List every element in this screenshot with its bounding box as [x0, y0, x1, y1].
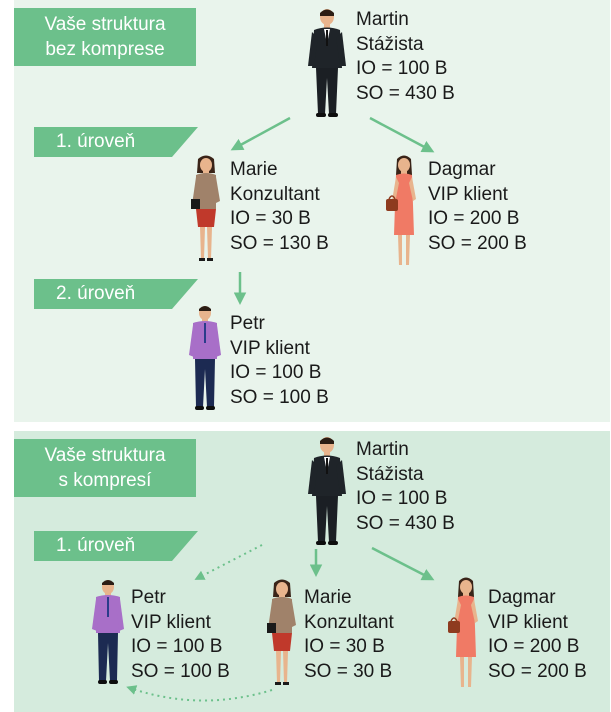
person-so: SO = 430 B: [356, 512, 455, 534]
badge-with-compression: Vaše struktura s kompresí: [14, 439, 196, 497]
petr-info: Petr VIP klient IO = 100 B SO = 100 B: [230, 312, 329, 410]
woman-coral-dress-icon: [448, 577, 478, 687]
dagmar-info-b: Dagmar VIP klient IO = 200 B SO = 200 B: [488, 586, 587, 684]
person-io: IO = 30 B: [304, 636, 385, 657]
person-so: SO = 130 B: [230, 232, 329, 254]
person-name: Martin: [356, 9, 409, 30]
person-so: SO = 100 B: [230, 386, 329, 408]
badge-without-compression: Vaše struktura bez komprese: [14, 8, 196, 66]
marie-info-b: Marie Konzultant IO = 30 B SO = 30 B: [304, 586, 394, 684]
arrow-martin-to-petr-dotted: [194, 544, 263, 580]
dagmar-info: Dagmar VIP klient IO = 200 B SO = 200 B: [428, 158, 527, 256]
arrow-martin-to-dagmar-b: [371, 546, 435, 581]
badge-line: Vaše struktura: [44, 445, 166, 466]
person-io: IO = 100 B: [356, 58, 448, 79]
person-role: Stážista: [356, 463, 424, 485]
person-role: VIP klient: [488, 611, 568, 633]
badge-line: s kompresí: [58, 470, 152, 491]
person-so: SO = 200 B: [488, 660, 587, 682]
arrow-martin-to-marie: [230, 116, 291, 151]
person-so: SO = 30 B: [304, 660, 393, 682]
marie-info: Marie Konzultant IO = 30 B SO = 130 B: [230, 158, 329, 256]
person-name: Dagmar: [428, 159, 496, 180]
person-name: Petr: [131, 587, 166, 608]
man-purple-shirt-icon: [92, 580, 124, 684]
structure-without-compression-panel: [14, 0, 610, 422]
person-io: IO = 100 B: [131, 636, 223, 657]
arrow-martin-to-dagmar: [369, 116, 435, 153]
level-2-label: 2. úroveň: [34, 279, 198, 309]
man-suit-icon: [308, 9, 346, 117]
person-role: Stážista: [356, 33, 424, 55]
man-suit-icon: [308, 437, 346, 545]
person-io: IO = 200 B: [488, 636, 580, 657]
woman-brown-dress-icon: [267, 579, 296, 685]
person-name: Marie: [230, 159, 278, 180]
person-io: IO = 100 B: [356, 488, 448, 509]
petr-info-b: Petr VIP klient IO = 100 B SO = 100 B: [131, 586, 230, 684]
person-so: SO = 100 B: [131, 660, 230, 682]
person-so: SO = 430 B: [356, 82, 455, 104]
person-role: VIP klient: [230, 337, 310, 359]
person-role: VIP klient: [428, 183, 508, 205]
person-io: IO = 100 B: [230, 362, 322, 383]
person-role: Konzultant: [230, 183, 320, 205]
martin-info-b: Martin Stážista IO = 100 B SO = 430 B: [356, 438, 455, 536]
woman-coral-dress-icon: [386, 155, 416, 265]
person-so: SO = 200 B: [428, 232, 527, 254]
badge-line: Vaše struktura: [44, 14, 166, 35]
woman-brown-dress-icon: [191, 155, 220, 261]
level-1-label: 1. úroveň: [34, 127, 198, 157]
man-purple-shirt-icon: [189, 306, 221, 410]
person-role: Konzultant: [304, 611, 394, 633]
person-name: Marie: [304, 587, 352, 608]
martin-info: Martin Stážista IO = 100 B SO = 430 B: [356, 8, 455, 106]
person-name: Martin: [356, 439, 409, 460]
person-io: IO = 200 B: [428, 208, 520, 229]
person-name: Dagmar: [488, 587, 556, 608]
arrow-marie-to-petr-dotted: [126, 685, 273, 702]
person-name: Petr: [230, 313, 265, 334]
badge-line: bez komprese: [45, 39, 165, 60]
person-io: IO = 30 B: [230, 208, 311, 229]
level-1-label-b: 1. úroveň: [34, 531, 198, 561]
person-role: VIP klient: [131, 611, 211, 633]
